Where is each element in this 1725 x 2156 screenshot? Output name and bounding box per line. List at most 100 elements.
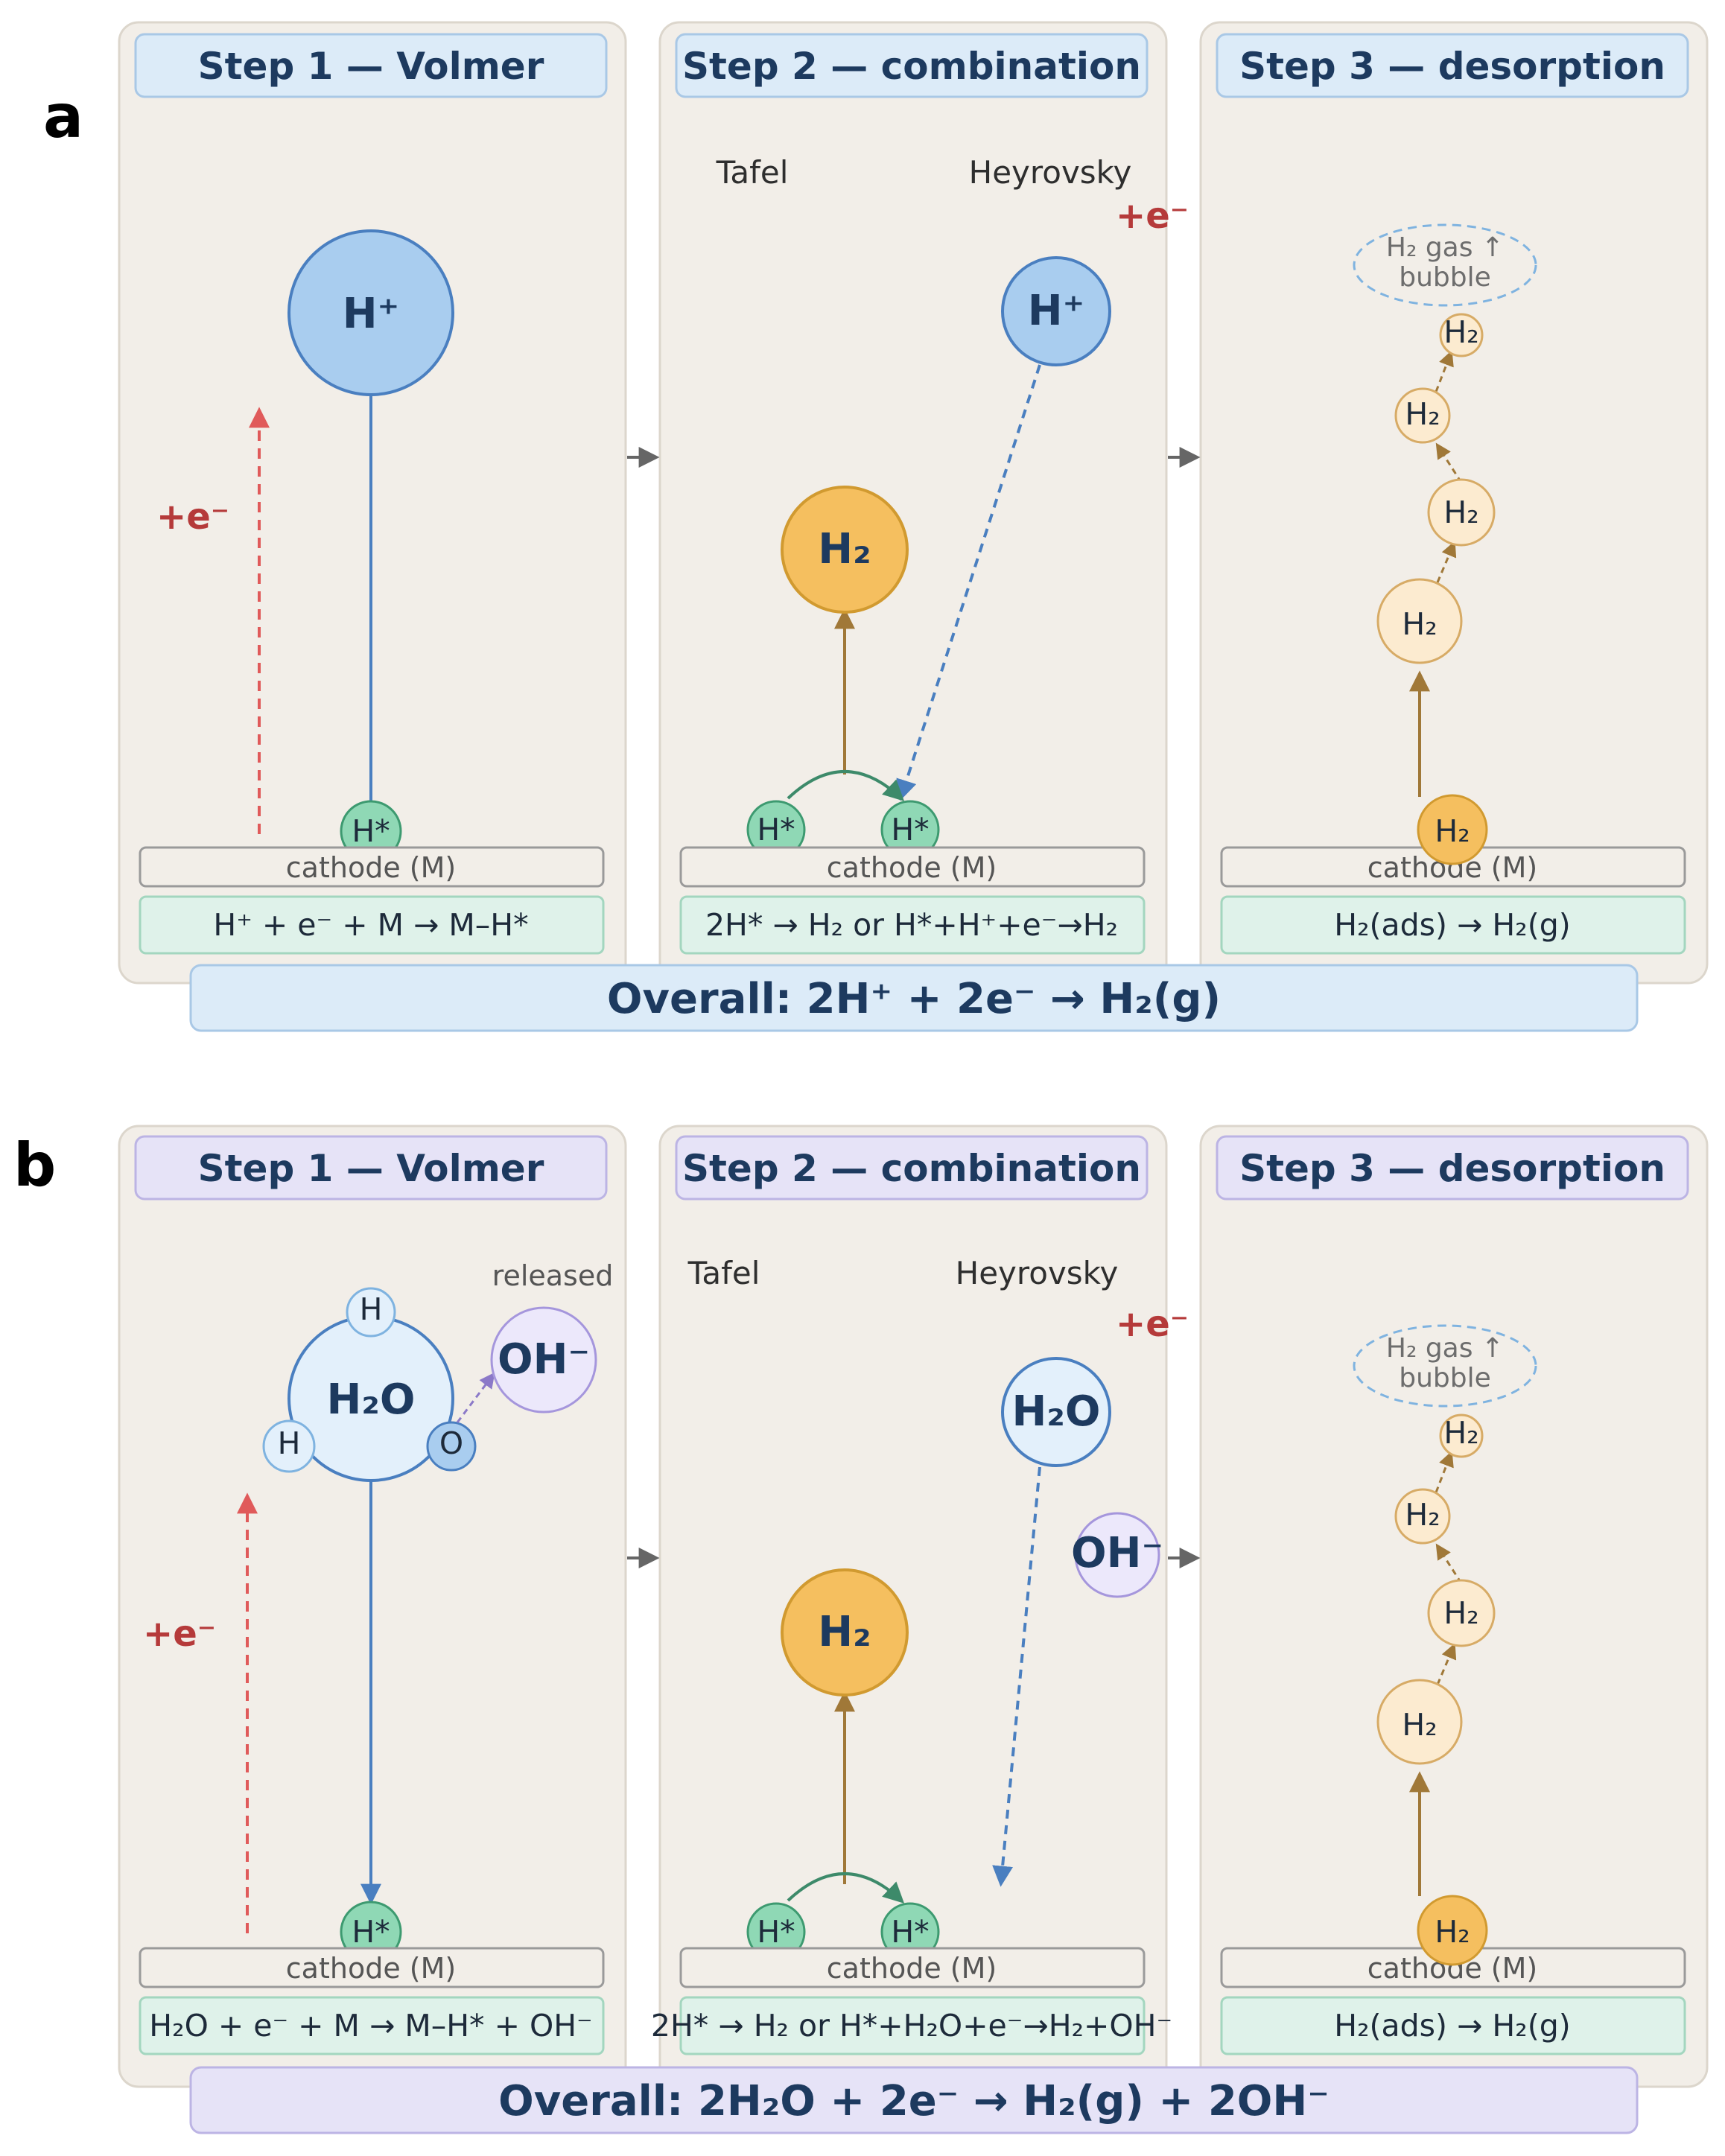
rise-arrow-3-b — [1435, 1451, 1454, 1493]
h2-bubble-5-b — [1439, 1414, 1484, 1458]
h2-bubble-3-b — [1427, 1579, 1496, 1647]
h2-product-circle-a — [781, 486, 909, 614]
electron-label-step1-a: +e⁻ — [156, 496, 229, 538]
equation-step3-a: H₂(ads) → H₂(g) — [1334, 907, 1570, 943]
step3-title-b: Step 3 — desorption — [1239, 1147, 1665, 1190]
proton-circle-a — [288, 229, 454, 396]
h2-adsorbed-label-b: H₂ — [1435, 1914, 1470, 1950]
cathode-label-step2-a: cathode (M) — [827, 851, 997, 884]
panel-label-b: b — [13, 1131, 56, 1200]
equation-step2-a: 2H* → H₂ or H*+H⁺+e⁻→H₂ — [705, 907, 1118, 943]
water-label-step2-b: H₂O — [1012, 1387, 1101, 1436]
equation-step2-b: 2H* → H₂ or H*+H₂O+e⁻→H₂+OH⁻ — [651, 2008, 1172, 2044]
h2-bubble-5-label-b: H₂ — [1443, 1415, 1478, 1451]
h2-bubble-2-label-b: H₂ — [1402, 1707, 1437, 1743]
water-h-top-label-b: H — [360, 1291, 383, 1327]
overall-equation-a: Overall: 2H⁺ + 2e⁻ → H₂(g) — [607, 975, 1221, 1023]
hydroxide-label-step2-b: OH⁻ — [1071, 1529, 1163, 1577]
overall-box-a — [189, 964, 1639, 1032]
cathode-bar-step1-a — [139, 846, 605, 888]
step1-title-box-a — [134, 33, 608, 98]
equation-box-step1-b — [139, 1996, 605, 2055]
cathode-label-step2-b: cathode (M) — [827, 1952, 997, 1985]
water-o-label-b: O — [439, 1425, 463, 1461]
water-h-top-b — [346, 1287, 396, 1338]
bubble-line1-b: H₂ gas ↑ — [1386, 1333, 1504, 1364]
rise-arrow-2-b — [1435, 1543, 1463, 1584]
equation-step1-a: H⁺ + e⁻ + M → M–H* — [213, 907, 528, 943]
h2-bubble-4-label-b: H₂ — [1405, 1497, 1440, 1533]
h2-bubble-4-label-a: H₂ — [1405, 396, 1440, 432]
overall-equation-b: Overall: 2H₂O + 2e⁻ → H₂(g) + 2OH⁻ — [498, 2077, 1330, 2125]
cathode-label-step1-b: cathode (M) — [286, 1952, 456, 1985]
rise-arrow-3-a — [1435, 350, 1454, 392]
panel-a: a Step 1 — Volmer H⁺ +e⁻ H* cathode (M) … — [43, 21, 1709, 1032]
step1-title-a: Step 1 — Volmer — [198, 45, 544, 88]
equation-step1-b: H₂O + e⁻ + M → M–H* + OH⁻ — [149, 2008, 592, 2044]
step2-title-box-a — [675, 33, 1149, 98]
h2-adsorbed-label-a: H₂ — [1435, 813, 1470, 849]
step3-title-a: Step 3 — desorption — [1239, 45, 1665, 88]
step1-title-b: Step 1 — Volmer — [198, 1147, 544, 1190]
hydroxide-circle-step2-b — [1074, 1512, 1160, 1598]
rise-arrow-1-a — [1436, 541, 1457, 583]
h2-adsorbed-b — [1417, 1895, 1488, 1966]
adsorbed-h-right-label-a: H* — [891, 812, 929, 848]
cathode-bar-step2-a — [679, 846, 1146, 888]
equation-box-step1-a — [139, 895, 605, 955]
adsorbed-h-right-label-b: H* — [891, 1914, 929, 1950]
electron-label-step2-a: +e⁻ — [1116, 195, 1189, 237]
panel-b: b Step 1 — Volmer H₂O H H O released OH⁻… — [13, 1125, 1709, 2134]
proton-label-a: H⁺ — [343, 290, 399, 338]
h2-product-label-a: H₂ — [818, 525, 871, 573]
rise-arrow-2-a — [1435, 442, 1463, 483]
h2-bubble-2-a — [1376, 578, 1463, 664]
proton-circle-step2-a — [1001, 256, 1111, 366]
water-label-b: H₂O — [327, 1376, 416, 1424]
bubble-line1-a: H₂ gas ↑ — [1386, 232, 1504, 263]
h2-bubble-2-b — [1376, 1679, 1463, 1765]
step1-title-box-b — [134, 1135, 608, 1201]
gas-bubble-b — [1353, 1324, 1537, 1408]
adsorbed-h-left-label-a: H* — [757, 812, 795, 848]
cathode-bar-step2-b — [679, 1947, 1146, 1988]
water-h-left-label-b: H — [278, 1425, 301, 1461]
h2-bubble-3-label-b: H₂ — [1443, 1595, 1478, 1631]
step3-title-box-b — [1216, 1135, 1689, 1201]
electron-label-step2-b: +e⁻ — [1116, 1303, 1189, 1345]
hydroxide-label-step1-b: OH⁻ — [498, 1335, 590, 1384]
equation-box-step2-a — [679, 895, 1146, 955]
step3-title-box-a — [1216, 33, 1689, 98]
equation-box-step2-b — [679, 1996, 1146, 2055]
tafel-label-b: Tafel — [687, 1255, 760, 1291]
bubble-line2-b: bubble — [1399, 1363, 1491, 1393]
cathode-label-step1-a: cathode (M) — [286, 851, 456, 884]
h2-bubble-4-b — [1394, 1488, 1451, 1545]
tafel-combine-arrow-a — [787, 770, 905, 801]
bubble-line2-a: bubble — [1399, 262, 1491, 293]
h2-bubble-2-label-a: H₂ — [1402, 606, 1437, 642]
h2-product-circle-b — [781, 1568, 909, 1697]
heyrovsky-label-a: Heyrovsky — [969, 154, 1132, 191]
tafel-combine-arrow-b — [787, 1872, 905, 1904]
step2-title-b: Step 2 — combination — [682, 1147, 1141, 1190]
adsorbed-h-left-label-b: H* — [757, 1914, 795, 1950]
h2-adsorbed-a — [1417, 794, 1488, 865]
electron-label-step1-b: +e⁻ — [143, 1613, 216, 1655]
panel-label-a: a — [43, 82, 83, 151]
heyrovsky-label-b: Heyrovsky — [956, 1255, 1119, 1291]
adsorbed-h-label-step1-a: H* — [352, 813, 390, 849]
equation-step3-b: H₂(ads) → H₂(g) — [1334, 2008, 1570, 2044]
water-circle-step2-b — [1001, 1357, 1111, 1467]
equation-box-step3-b — [1220, 1996, 1686, 2055]
proton-label-step2-a: H⁺ — [1028, 287, 1084, 335]
hydroxide-circle-step1-b — [490, 1306, 597, 1414]
step2-title-box-b — [675, 1135, 1149, 1201]
h2-bubble-3-label-a: H₂ — [1443, 495, 1478, 530]
equation-box-step3-a — [1220, 895, 1686, 955]
h2-product-label-b: H₂ — [818, 1608, 871, 1656]
adsorbed-h-label-step1-b: H* — [352, 1914, 390, 1950]
cathode-bar-step1-b — [139, 1947, 605, 1988]
overall-box-b — [189, 2066, 1639, 2134]
